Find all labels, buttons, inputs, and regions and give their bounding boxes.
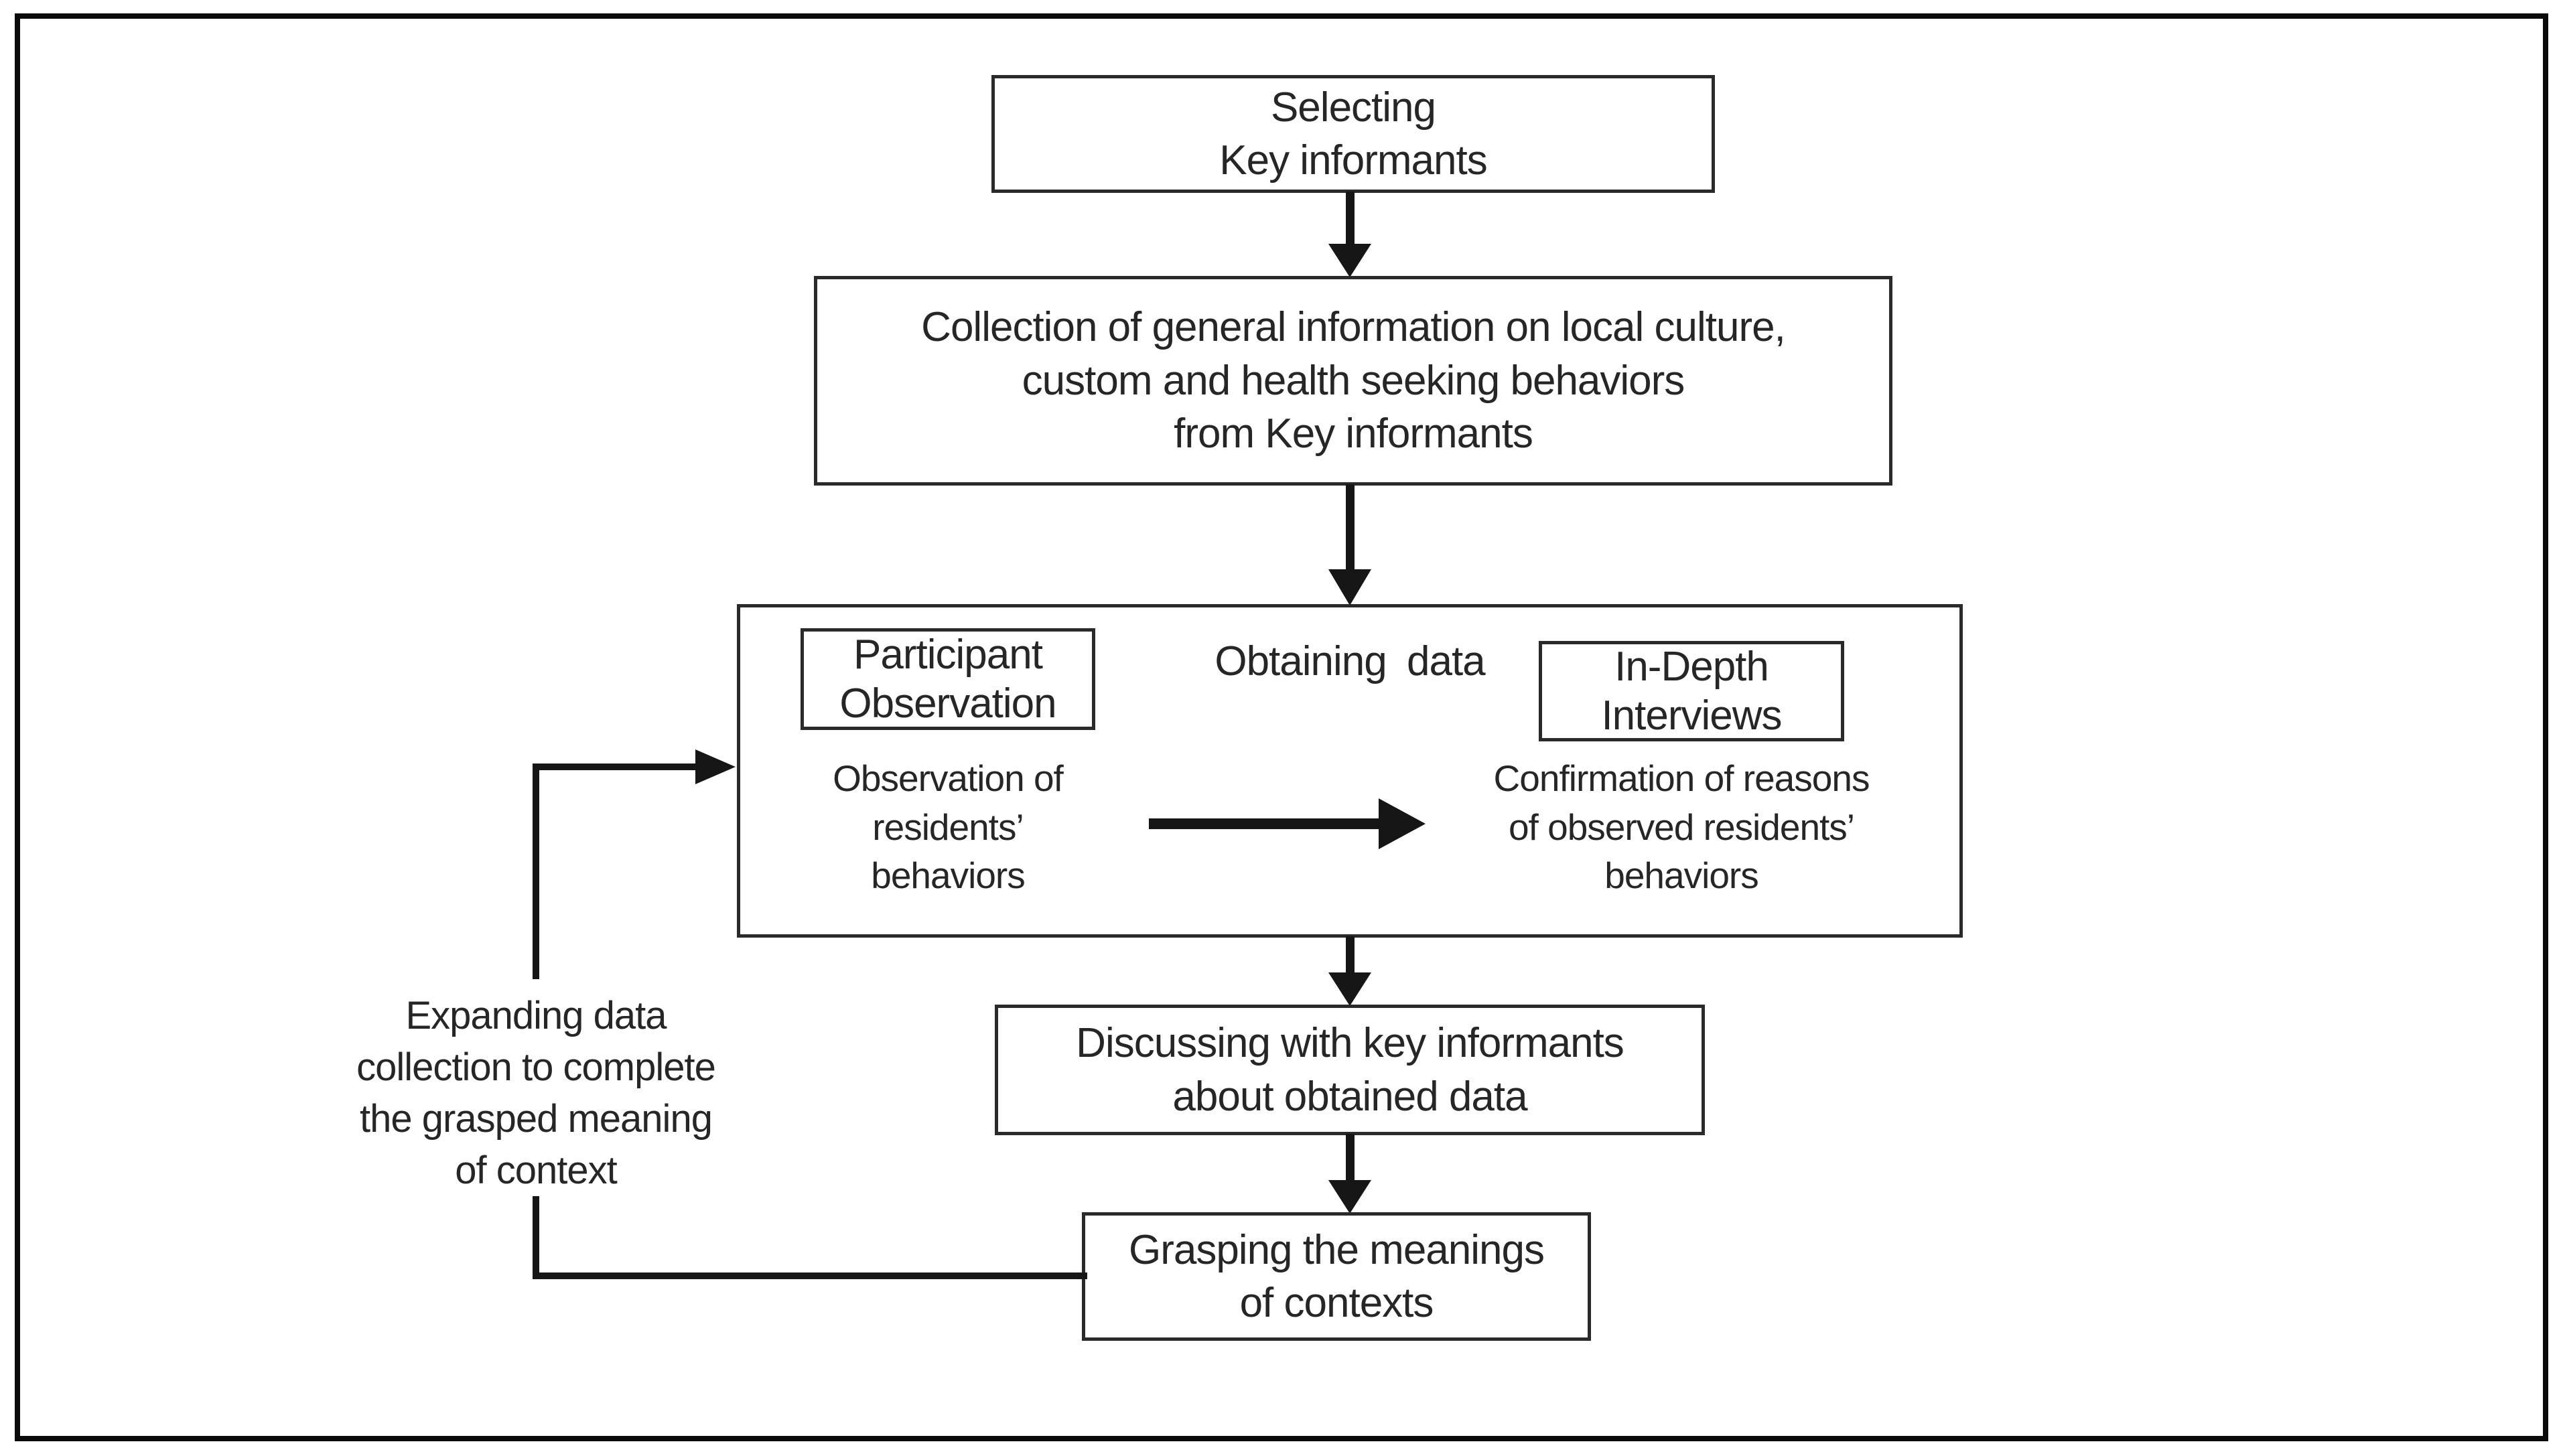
- observation-description: Observation of residents’ behaviors: [833, 757, 1064, 897]
- loop-lower-vertical-line: [533, 1196, 539, 1279]
- box-grasping-meanings: Grasping the meanings of contexts: [1082, 1212, 1591, 1341]
- box-collection-general-information: Collection of general information on loc…: [814, 276, 1892, 486]
- arrow-head: [1328, 244, 1371, 277]
- confirmation-description: Confirmation of reasons of observed resi…: [1493, 757, 1870, 897]
- arrow-shaft: [1346, 1134, 1355, 1181]
- loop-top-horizontal-line: [533, 763, 695, 770]
- arrow-head: [1328, 569, 1371, 605]
- obtaining-data-title: Obtaining data: [1215, 638, 1485, 684]
- box-discussing-with-key-informants: Discussing with key informants about obt…: [995, 1005, 1705, 1135]
- box-participant-observation: Participant Observation: [801, 628, 1095, 730]
- arrow-shaft: [1346, 484, 1355, 570]
- loop-arrow-head: [695, 749, 736, 784]
- arrow-shaft: [1346, 192, 1355, 245]
- loop-label-expanding-data: Expanding data collection to complete th…: [356, 994, 716, 1193]
- arrow-head: [1328, 972, 1371, 1006]
- arrow-head: [1328, 1180, 1371, 1214]
- box-selecting-key-informants: Selecting Key informants: [991, 75, 1715, 193]
- arrow-head: [1379, 798, 1426, 849]
- arrow-shaft: [1346, 936, 1355, 974]
- loop-upper-vertical-line: [533, 763, 539, 979]
- arrow-shaft: [1149, 818, 1380, 829]
- loop-bottom-horizontal-line: [533, 1272, 1087, 1279]
- outer-frame: [15, 13, 2548, 1441]
- box-in-depth-interviews: In-Depth Interviews: [1539, 641, 1844, 741]
